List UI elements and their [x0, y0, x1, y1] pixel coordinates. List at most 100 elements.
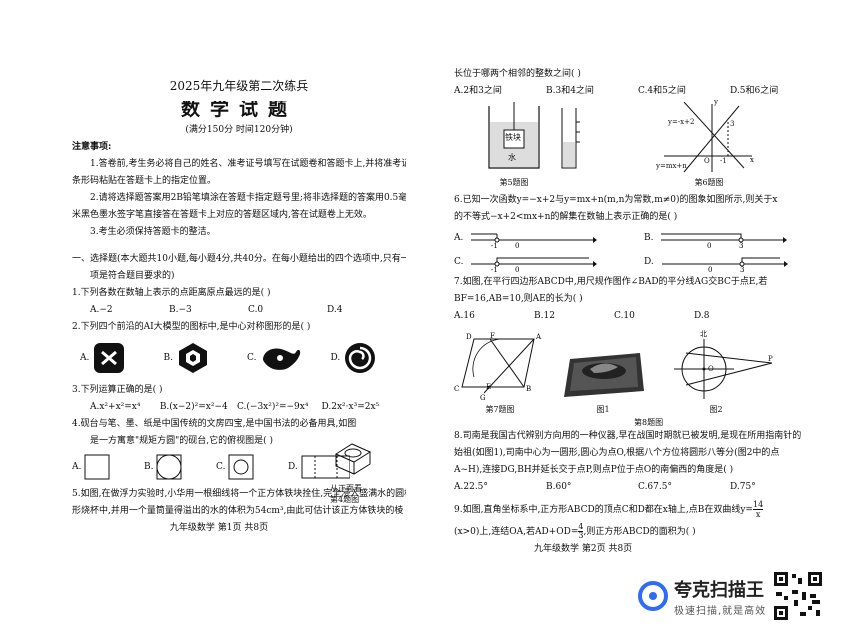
value-neg1-label: -1 — [720, 157, 727, 165]
page-footer: 九年级数学 第2页 共8页 — [534, 544, 633, 554]
option-d: D. — [288, 455, 350, 479]
question-4-options: A. B. C. D. 从正面看 第4题图 — [72, 443, 406, 504]
figures-5-6: 铁块 水 第5题图 y=-x+2 y=mx+n y x O 3 -1 第6题图 — [484, 98, 830, 192]
question-3-options: A.x²+x²=x⁴ B.(x−2)²=x²−4 C.(−3x²)²=−9x⁴ … — [72, 399, 406, 416]
label-p: P — [768, 355, 773, 363]
question-4-stem-cont: 是一方寓意"规矩方圆"的砚台,它的俯视图是( ) — [90, 436, 274, 446]
option-a-label: A. — [454, 233, 464, 243]
option-d-label: D. — [288, 462, 298, 472]
rectangle-dashed-icon — [301, 455, 350, 479]
figure-5: 铁块 水 第5题图 — [484, 102, 594, 188]
svg-text:0: 0 — [515, 242, 519, 248]
exam-meta: (满分150分 时间120分钟) — [185, 125, 293, 135]
svg-text:D: D — [466, 333, 472, 341]
watermark-slogan: 极速扫描,就是高效 — [674, 605, 767, 617]
question-5-stem: 5.如图,在做浮力实验时,小华用一根细线将一个正方体铁块拴住,完全浸入盛满水的圆… — [72, 489, 406, 499]
option-a-label: A. — [72, 462, 82, 472]
qr-code-icon — [772, 570, 825, 622]
fig8-caption: 第8题图 — [634, 418, 664, 427]
figure-captions-7-8: 第7题图 第8题图 — [484, 417, 830, 428]
question-9-stem-c: ,则正方形ABCD的面积为( ) — [583, 527, 696, 537]
option-c-label: C. — [216, 462, 226, 472]
option-a: A. — [72, 454, 134, 480]
option-b: B. — [164, 342, 240, 374]
option-b: B.(x−2)²=x²−4 — [159, 402, 228, 412]
question-6-stem-cont: 的不等式−x+2<mx+n的解集在数轴上表示正确的是( ) — [454, 212, 678, 222]
water-label: 水 — [508, 153, 516, 162]
question-8-stem-cont: A~H),连接DG,BH并延长交于点P,则点P位于点O的南偏西的角度是( ) — [454, 465, 734, 475]
sinan-compass-photo — [564, 353, 644, 397]
svg-text:-1: -1 — [491, 266, 498, 272]
note-line: 1.答卷前,考生务必将自己的姓名、准考证号填写在试题卷和答题卡上,并将准考证号 — [90, 159, 406, 169]
ai-logo-d-spiral-icon — [345, 343, 376, 373]
question-6-stem: 6.已知一次函数y=−x+2与y=mx+n(m,n为常数,m≠0)的图象如图所示… — [454, 195, 778, 205]
svg-text:B: B — [526, 385, 531, 393]
svg-text:F: F — [490, 332, 495, 340]
question-1-stem: 1.下列各数在数轴上表示的点距离原点最远的是( ) — [72, 288, 271, 298]
question-2-stem: 2.下列四个前沿的AI大模型的图标中,是中心对称图形的是( ) — [72, 322, 311, 332]
svg-text:E: E — [486, 383, 491, 391]
fraction-numerator: 4 — [578, 523, 584, 532]
question-5-options: A.2和3之间 B.3和4之间 C.4和5之间 D.5和6之间 — [454, 83, 830, 100]
compass-circle-diagram — [674, 339, 773, 399]
question-9-stem-b: (x>0)上,连结OA,若AD+OD= — [454, 527, 579, 537]
section-heading: 一、选择题(本大题共10小题,每小题4分,共40分。在每小题给出的四个选项中,只… — [72, 254, 406, 264]
option-a: A.x²+x²=x⁴ — [90, 402, 141, 412]
square-small-circle-icon — [228, 454, 254, 480]
option-a: A.2和3之间 — [454, 86, 502, 96]
option-c: C.(−3x²)²=−9x⁴ — [236, 402, 309, 412]
section-heading-cont: 项是符合题目要求的) — [90, 271, 175, 281]
square-icon — [84, 454, 110, 480]
option-d: D.4 — [327, 305, 343, 315]
line2-label: y=mx+n — [656, 162, 687, 170]
option-d: D.75° — [730, 482, 756, 492]
fraction-denominator: 3 — [578, 531, 584, 540]
figure-caption: 第6题图 — [694, 178, 724, 187]
x-axis-label: x — [750, 156, 754, 164]
y-axis-label: y — [714, 98, 718, 106]
figure-8-photo: 图1 — [560, 345, 646, 415]
question-5-stem-cont: 形烧杯中,并用一个量筒量得溢出的水的体积为54cm³,由此可估计该正方体铁块的棱 — [72, 506, 404, 516]
page-footer: 九年级数学 第1页 共8页 — [169, 523, 269, 533]
beaker-experiment-icon — [488, 102, 580, 169]
question-5-stem-end: 长位于哪两个相邻的整数之间( ) — [454, 69, 581, 79]
ai-logo-a-icon — [94, 343, 125, 373]
ai-logo-c-whale-icon — [263, 348, 301, 370]
figure-caption: 第5题图 — [499, 178, 529, 187]
option-b: B.12 — [534, 311, 555, 321]
option-a: A.22.5° — [454, 482, 488, 492]
option-c: C. — [247, 342, 323, 374]
option-b: B. — [144, 454, 206, 480]
inkstone-3d-icon — [334, 443, 372, 475]
question-8-stem: 8.司南是我国古代辨别方向用的一种仪器,早在战国时期就已被发明,是现在所用指南针… — [454, 431, 802, 441]
option-a: A. — [80, 342, 156, 374]
option-d-label: D. — [644, 257, 654, 267]
fraction-denominator: x — [755, 510, 761, 519]
option-c: C.4和5之间 — [638, 86, 686, 96]
block-label: 铁块 — [505, 133, 521, 142]
option-c-label: C. — [247, 353, 257, 363]
figure-caption: 第4题图 — [330, 495, 360, 504]
option-c: C.67.5° — [638, 482, 672, 492]
question-7-options: A.16 B.12 C.10 D.8 — [454, 308, 830, 325]
svg-text:0: 0 — [708, 266, 712, 272]
figure-caption: 第7题图 — [485, 405, 515, 414]
ai-logo-b-icon — [178, 343, 207, 373]
figure-8-diagram: 北 O P 图2 — [656, 330, 776, 415]
option-b-label: B. — [144, 462, 154, 472]
subject-title: 数学试题 — [180, 101, 297, 118]
note-line: 2.请将选择题答案用2B铅笔填涂在答题卡指定题号里;将非选择题的答案用0.5毫 — [90, 193, 406, 203]
option-b-label: B. — [644, 233, 654, 243]
option-d: D.2x²·x³=2x⁵ — [321, 402, 380, 412]
question-1-options: A.−2 B.−3 C.0 D.4 — [72, 302, 406, 319]
option-c: C.10 — [614, 311, 635, 321]
